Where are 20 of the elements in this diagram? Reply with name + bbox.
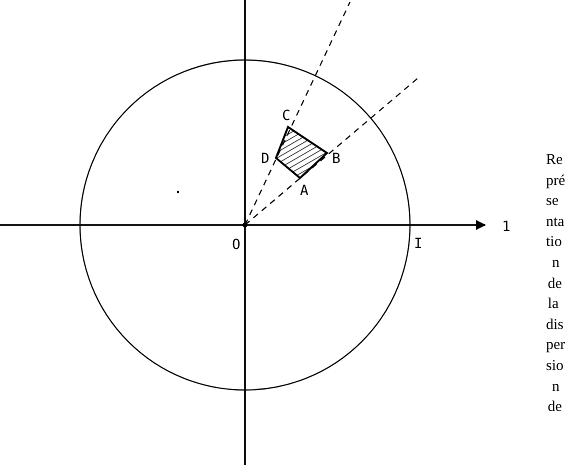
point-label: D	[261, 152, 270, 166]
text-fragment: tio	[546, 234, 562, 250]
point-label: I	[414, 237, 422, 251]
point-label: C	[282, 109, 290, 123]
text-fragment: pré	[546, 172, 566, 189]
text-fragment: nta	[546, 214, 564, 230]
text-fragment: se	[546, 193, 558, 210]
point-label: A	[300, 184, 308, 198]
text-fragment: dis	[546, 316, 564, 333]
text-fragment: de	[548, 399, 562, 416]
text-fragment: n	[552, 255, 560, 271]
text-fragment: Re	[546, 152, 563, 168]
point-label: B	[332, 152, 340, 166]
text-fragment: la	[548, 296, 559, 312]
text-fragment: per	[546, 337, 566, 354]
point-label: O	[232, 238, 240, 252]
text-fragment: n	[552, 378, 560, 395]
axis-label: 1	[502, 220, 510, 234]
text-fragment: sio	[546, 358, 564, 374]
text-fragment: de	[548, 276, 562, 292]
